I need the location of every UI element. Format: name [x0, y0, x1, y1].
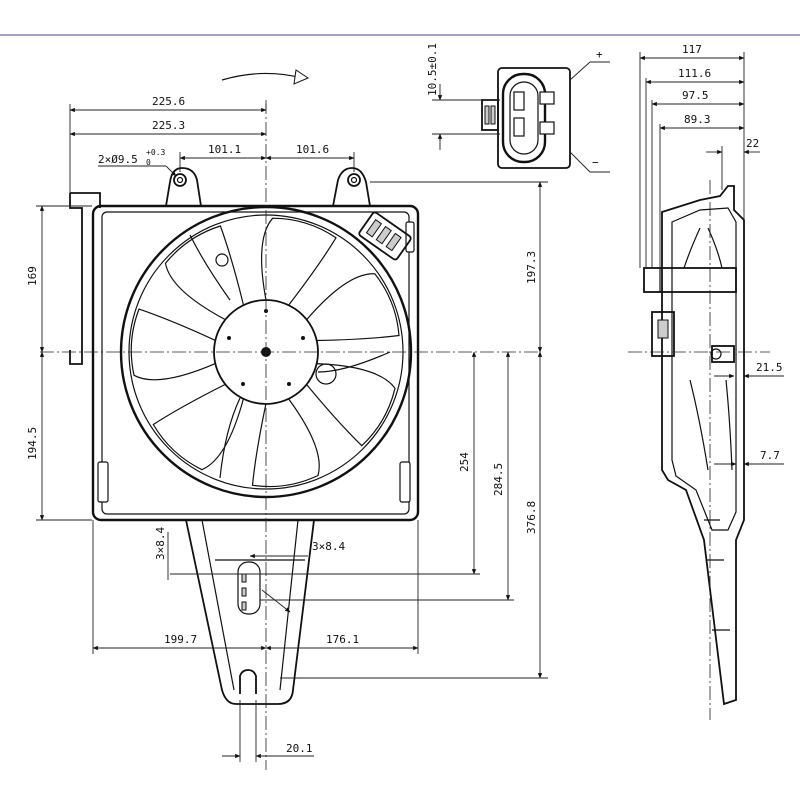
- hole-leader: [165, 165, 177, 177]
- connector-latch-rib-2: [490, 105, 496, 125]
- bracket-foot-hole: [239, 669, 257, 694]
- bracket-slot-3: [241, 601, 247, 611]
- bottom-bracket: [185, 519, 315, 705]
- dim-97-5: 97.5: [682, 89, 709, 102]
- side-motor: [643, 267, 737, 293]
- strut-2: [317, 351, 391, 373]
- rotation-arrow-head: [293, 69, 310, 85]
- connector-view: + − 10.5±0.1: [426, 43, 610, 173]
- dim-117: 117: [682, 43, 702, 56]
- fan-blade: [306, 273, 400, 342]
- plus-leader: [569, 61, 591, 81]
- connector-pin-2: [513, 117, 525, 137]
- shroud-connector: [358, 211, 412, 261]
- left-mount-hole-inner: [176, 176, 184, 184]
- side-shroud-profile: [661, 185, 745, 706]
- side-shroud-inner: [671, 207, 737, 531]
- hub-bolt-3: [301, 336, 305, 340]
- terminal-minus: −: [592, 156, 599, 169]
- bracket-slot-2: [241, 587, 247, 597]
- connector-pin-3: [539, 91, 555, 105]
- terminal-plus: +: [596, 48, 603, 61]
- dim-101-1: 101.1: [208, 143, 241, 156]
- dim-22: 22: [746, 137, 759, 150]
- slot-leader: [261, 589, 291, 613]
- hole-tol-upper: +0.3: [146, 148, 165, 157]
- side-view: 117 111.6 97.5 89.3 22 21.5 7.7: [628, 43, 784, 720]
- connector-latch-rib-1: [484, 105, 490, 125]
- fan-blade: [164, 225, 245, 321]
- motor-boss-left: [215, 253, 229, 267]
- side-tab: [711, 345, 735, 363]
- dim-176-1: 176.1: [326, 633, 359, 646]
- side-tab-hole: [710, 348, 722, 360]
- bottom-bracket-inner: [201, 519, 299, 691]
- right-top-ear: [332, 167, 371, 207]
- dim-21-5: 21.5: [756, 361, 783, 374]
- bracket-slot: [237, 561, 261, 615]
- dim-169: 169: [26, 266, 39, 286]
- dim-376-8: 376.8: [525, 501, 538, 534]
- fan-blade: [251, 398, 320, 488]
- dim-254: 254: [458, 452, 471, 472]
- fan-blade: [261, 217, 337, 306]
- dim-197-3: 197.3: [525, 251, 538, 284]
- dim-89-3: 89.3: [684, 113, 711, 126]
- right-mount-hole: [347, 173, 361, 187]
- dim-225-6: 225.6: [152, 95, 185, 108]
- motor-boss-right: [315, 363, 337, 385]
- rotation-arrow-icon: [221, 72, 303, 81]
- strut-1: [189, 234, 231, 301]
- connector-pin-1: [513, 91, 525, 111]
- dim-slot-vertical: 3×8.4: [154, 527, 167, 560]
- dim-101-6: 101.6: [296, 143, 329, 156]
- dim-20-1: 20.1: [286, 742, 313, 755]
- fan-blade: [130, 308, 216, 381]
- connector-shell: [501, 72, 547, 164]
- dim-7-7: 7.7: [760, 449, 780, 462]
- hub-bolt-4: [241, 382, 245, 386]
- dim-194-5: 194.5: [26, 427, 39, 460]
- connector-latch: [481, 99, 499, 131]
- dim-10-5: 10.5±0.1: [426, 43, 439, 96]
- side-bracket-upper: [683, 227, 723, 269]
- shroud-inner: [101, 211, 410, 515]
- left-mount-hole: [173, 173, 187, 187]
- fan-blade: [306, 363, 396, 447]
- left-mount-tab: [69, 192, 101, 365]
- dim-199-7: 199.7: [164, 633, 197, 646]
- slot-bl: [97, 461, 109, 503]
- right-mount-hole-inner: [350, 176, 358, 184]
- bracket-slot-1: [241, 573, 247, 583]
- dim-111-6: 111.6: [678, 67, 711, 80]
- strut-3: [219, 397, 241, 479]
- hole-spec: 2×Ø9.5: [98, 153, 138, 166]
- slot-br: [399, 461, 411, 503]
- connector-body: [497, 67, 571, 169]
- connector-pin-4: [539, 121, 555, 135]
- dim-225-3: 225.3: [152, 119, 185, 132]
- minus-leader: [569, 151, 591, 173]
- side-lower-mount: [704, 519, 730, 631]
- hub-bolt-2: [227, 336, 231, 340]
- side-bracket-lower: [689, 379, 733, 471]
- front-view: 225.6 225.3 101.1 101.6 2×Ø9.5 +0.3 0 16…: [26, 69, 548, 770]
- dim-slot-horizontal: 3×8.4: [312, 540, 345, 553]
- side-connector: [651, 311, 675, 357]
- hub-bolt-5: [287, 382, 291, 386]
- left-top-ear: [165, 167, 202, 207]
- fan-blade: [152, 383, 244, 471]
- hole-tol-lower: 0: [146, 158, 151, 167]
- connector-shell-inner: [509, 81, 539, 155]
- dim-284-5: 284.5: [492, 463, 505, 496]
- fan-blades: [130, 217, 400, 488]
- shroud-outer: [91, 204, 420, 522]
- side-connector-pin: [657, 319, 669, 339]
